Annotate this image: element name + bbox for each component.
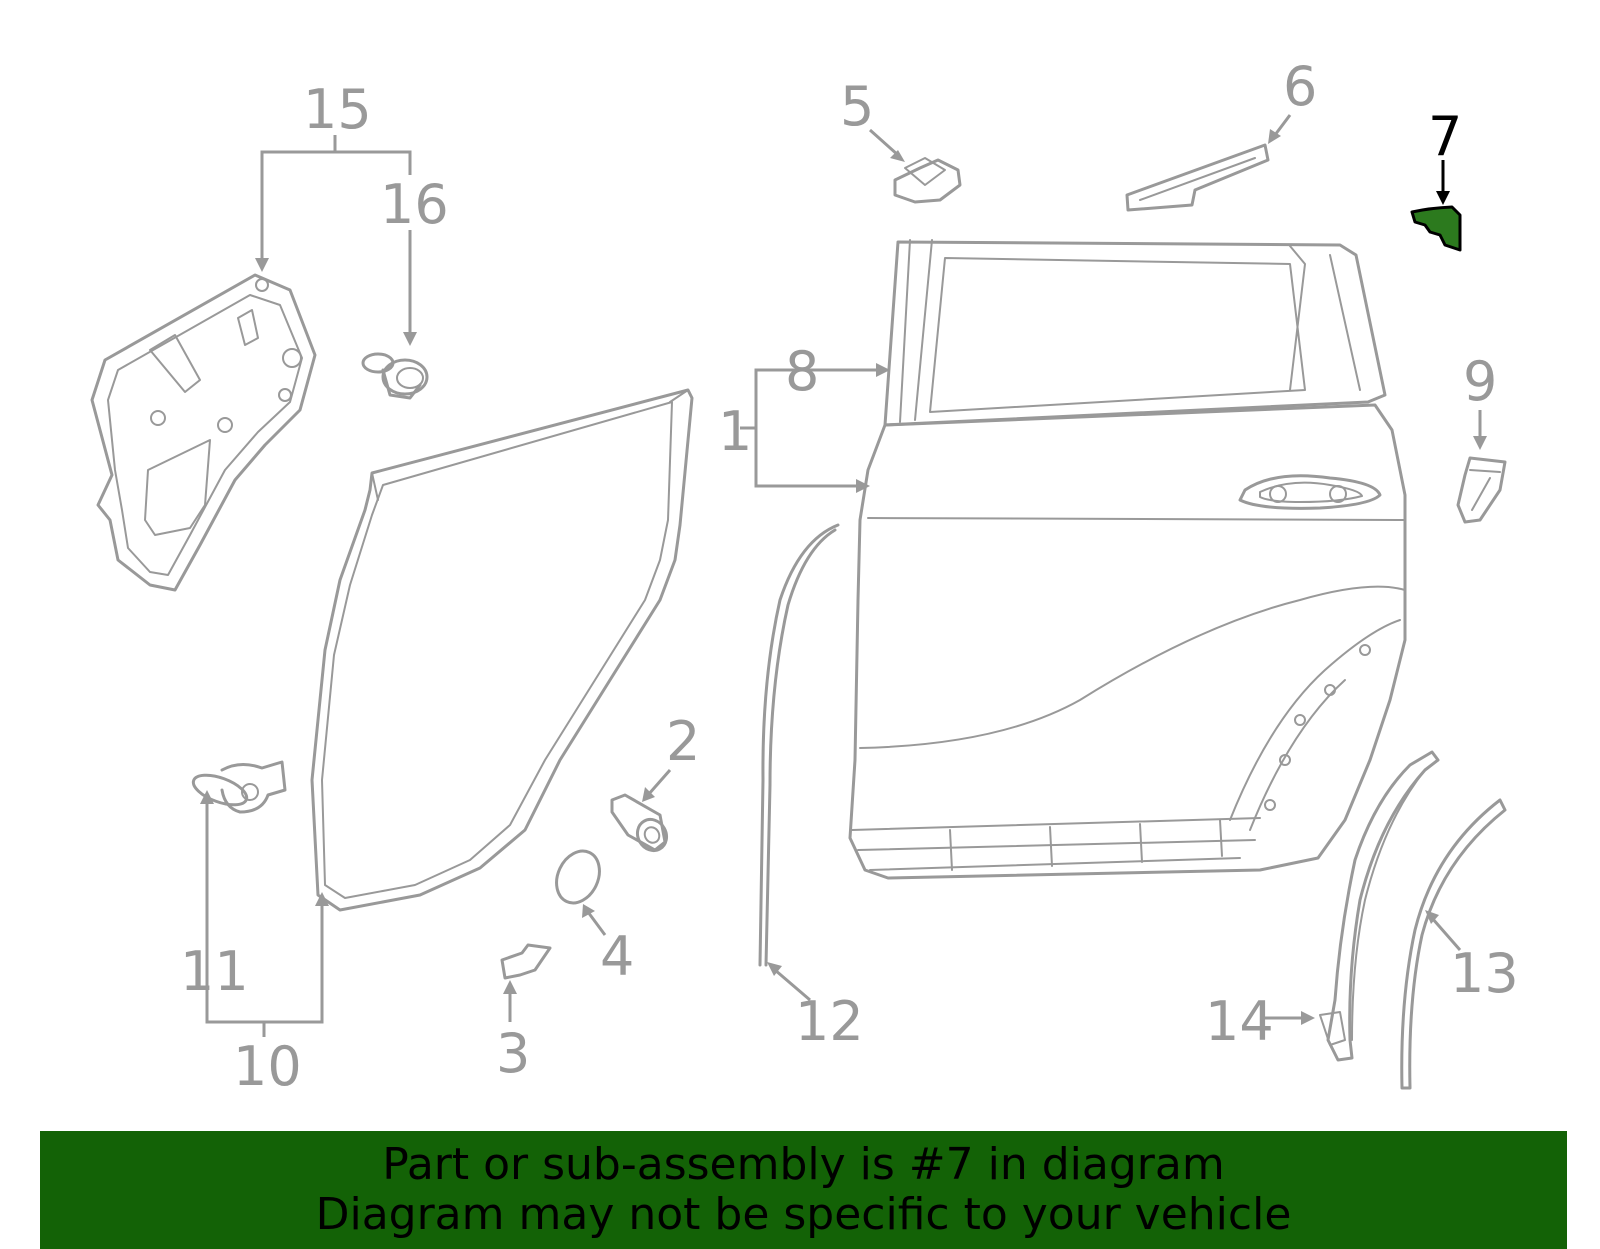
callout-6-leader (1273, 114, 1292, 136)
callout-7-arrowhead (1436, 191, 1450, 205)
part-12-seal (758, 523, 840, 967)
callout-12-leader (774, 968, 811, 1002)
part-14-molding (1319, 750, 1440, 1062)
callout-10-arrowhead (315, 892, 329, 906)
callout-2-label: 2 (666, 710, 700, 773)
callout-16-label: 16 (380, 173, 449, 236)
part-1-door-shell (848, 239, 1407, 880)
part-9-cap (1456, 456, 1507, 524)
callout-14-label: 14 (1205, 990, 1274, 1053)
callout-6-arrowhead (1268, 129, 1281, 144)
callout-15-arrowhead (255, 258, 269, 272)
callout-3-label: 3 (496, 1022, 530, 1085)
callout-12-arrowhead (767, 962, 782, 976)
banner-line-2: Diagram may not be specific to your vehi… (315, 1189, 1292, 1240)
callout-14-arrowhead (1301, 1011, 1315, 1025)
callout-4-leader (586, 911, 607, 936)
part-2-stopper (610, 793, 669, 853)
part-16-clip (361, 352, 429, 400)
callout-8-arrowhead (876, 363, 890, 377)
callout-7-label: 7 (1428, 105, 1462, 168)
part-5-clip (893, 157, 962, 204)
info-banner: Part or sub-assembly is #7 in diagram Di… (40, 1131, 1567, 1249)
part-4-plug (555, 849, 601, 905)
callout-13-label: 13 (1450, 942, 1519, 1005)
callout-4-arrowhead (582, 904, 595, 918)
part-13-arch-strip (1400, 798, 1507, 1090)
part-6-trim (1125, 143, 1270, 212)
part-3-bracket (500, 943, 552, 980)
callout-4-label: 4 (600, 925, 634, 988)
callout-15-label: 15 (303, 78, 372, 141)
callout-5-leader (869, 128, 899, 157)
callout-6-label: 6 (1283, 55, 1317, 118)
part-11-clip (191, 760, 287, 814)
callout-1-arrowhead (856, 479, 870, 493)
callout-2-arrowhead (642, 787, 655, 802)
callout-13-arrowhead (1425, 910, 1439, 924)
callout-5-label: 5 (840, 75, 874, 138)
part-15-inner-panel (90, 273, 317, 592)
callout-9-label: 9 (1463, 350, 1497, 413)
callout-2-leader (646, 769, 672, 796)
callout-3-arrowhead (503, 980, 517, 994)
callout-8-label: 8 (785, 340, 819, 403)
banner-line-1: Part or sub-assembly is #7 in diagram (382, 1139, 1225, 1190)
part-10-weatherstrip (310, 388, 694, 912)
callout-11-label: 11 (180, 940, 249, 1003)
callout-10-label: 10 (233, 1035, 302, 1098)
callout-5-arrowhead (890, 150, 905, 162)
callout-9-arrowhead (1473, 436, 1487, 450)
callout-16-arrowhead (403, 332, 417, 346)
part-7-highlighted (1410, 205, 1462, 252)
callout-12-label: 12 (795, 990, 864, 1053)
callout-13-leader (1430, 917, 1462, 951)
callout-1-label: 1 (718, 400, 752, 463)
